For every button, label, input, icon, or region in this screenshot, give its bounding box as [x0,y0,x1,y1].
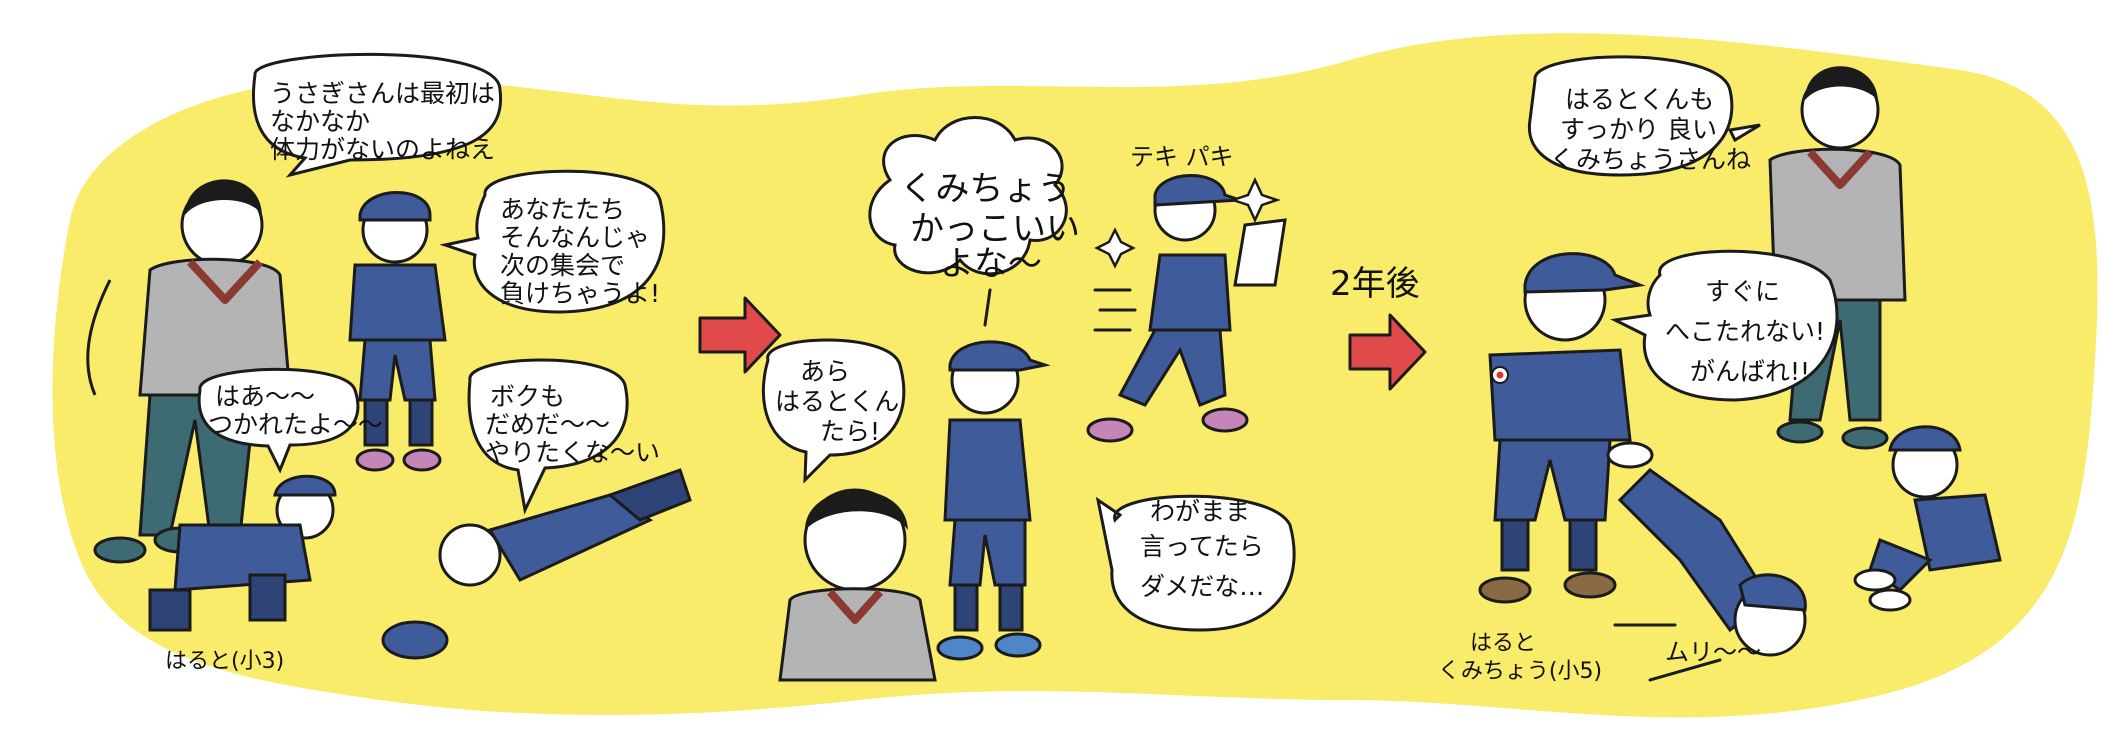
speed-lines [1093,288,1137,332]
haruto-speech-line-2: つかれたよ〜〜 [208,410,383,439]
right-arrow-icon [1348,313,1427,391]
panel-1: うさぎさんは最初は なかなか 体力がないのよねえ あなたたち そんなんじゃ 次の… [86,52,692,674]
thought-line-1: くみちょう [900,169,1071,209]
leader-speech-line-1: うさぎさんは最初は [270,79,495,108]
girl-speech-line-3: 次の集会で [500,251,625,280]
leader-speech-line-2: なかなか [270,107,370,136]
sitting-girl [1853,425,2002,612]
haruto-speech-bubble: はあ〜〜 つかれたよ〜〜 [197,367,383,474]
haruto-label: はると(小3) [165,649,284,674]
panel-2: くみちょう かっこいい よな〜 あら はるとくん たら! [761,116,1296,682]
right-arrow-icon [698,296,782,374]
thought-line-2: かっこいい [910,209,1080,249]
haruto2-speech-line-1: すぐに [1705,277,1780,306]
girl-scout [348,191,447,472]
haruto-crawling [148,474,337,632]
boy-speech-line-3: やりたくな〜い [485,438,660,467]
haruto2-speech-line-3: がんばれ!! [1690,357,1810,386]
sparkle-icon [1094,227,1136,269]
girl-speech-bubble: あなたたち そんなんじゃ 次の集会で 負けちゃうよ! [439,169,666,314]
kumichou-title-label: くみちょう(小5) [1438,659,1602,684]
thought-bubble-cloud: くみちょう かっこいい よな〜 [868,116,1080,327]
leader2-speech-line-3: くみちょうさんね [1550,145,1751,174]
haruto-speech-line-1: はあ〜〜 [215,382,315,411]
mother-speech-bubble: あら はるとくん たら! [761,338,906,484]
reflection-speech-bubble: わがまま 言ってたら ダメだな… [1095,494,1296,632]
leader-speech-bubble-2: はるとくんも すっかり 良い くみちょうさんね [1527,55,1761,177]
thought-line-3: よな〜 [940,244,1042,284]
sfx-tekipaki: テキ パキ [1130,143,1234,171]
sparkle-icon [1229,177,1281,223]
kumichou-name-label: はると [1470,631,1536,656]
boy-speech-line-2: だめだ〜〜 [485,410,610,439]
girl-speech-line-2: そんなんじゃ [500,223,650,252]
reflection-line-1: わがまま [1150,497,1250,526]
leader-speech-bubble: うさぎさんは最初は なかなか 体力がないのよねえ [251,52,503,178]
haruto-speech-bubble-2: すぐに へこたれない! がんばれ!! [1610,249,1839,402]
leader2-speech-line-2: すっかり 良い [1560,115,1717,144]
fallen-boy [1606,441,1807,657]
time-label: 2年後 [1330,264,1420,304]
leader-speech-line-3: 体力がないのよねえ [270,135,495,164]
girl-speech-line-4: 負けちゃうよ! [500,279,660,308]
mother-speech-line-3: たら! [820,417,880,446]
mother [778,488,937,682]
reflection-line-3: ダメだな… [1140,572,1264,601]
reflection-line-2: 言ってたら [1140,532,1264,561]
leader2-speech-line-1: はるとくんも [1565,85,1714,114]
mother-speech-line-2: はるとくん [775,387,899,416]
boy-speech-line-1: ボクも [490,382,565,411]
girl-speech-line-1: あなたたち [500,195,625,224]
boy-admiring [936,340,1051,661]
boy-lying [381,468,692,660]
panel-3: はるとくんも すっかり 良い くみちょうさんね すぐに へこたれない! がんばれ… [1438,55,2002,684]
girl-walking [1086,174,1287,443]
ground-lines [1613,623,1722,682]
haruto2-speech-line-2: へこたれない! [1665,317,1825,346]
mother-speech-line-1: あら [800,357,850,386]
haruto-kumichou [1478,252,1646,604]
boy-speech-bubble: ボクも だめだ〜〜 やりたくな〜い [467,358,660,515]
